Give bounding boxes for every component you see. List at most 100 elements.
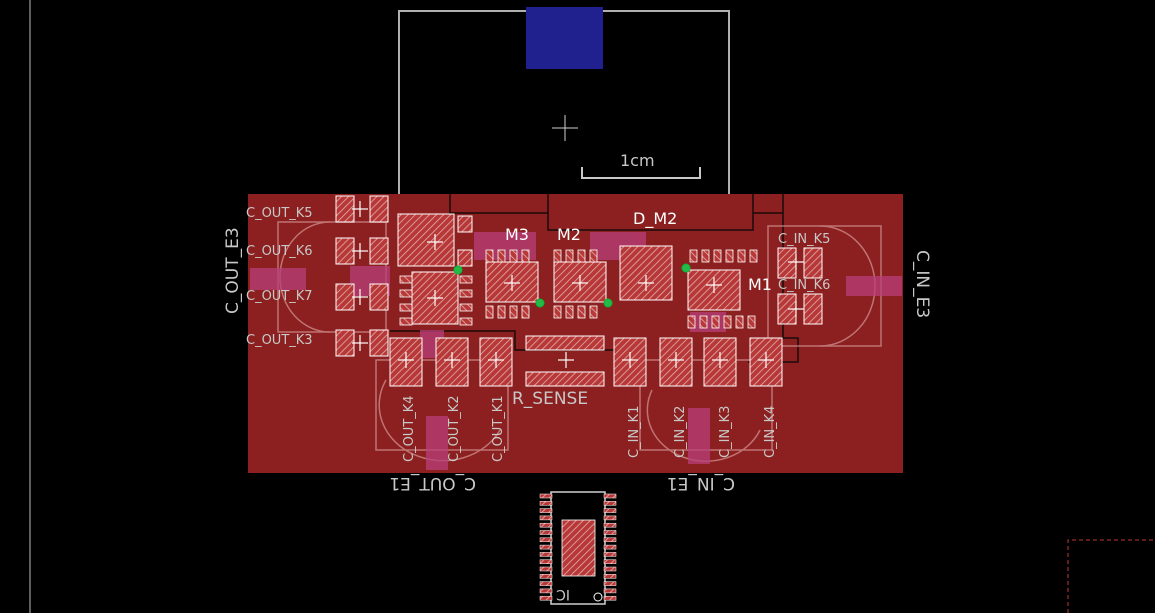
ic-pin — [539, 501, 553, 506]
smd-pin — [459, 289, 473, 298]
smd-pin — [553, 305, 562, 319]
label-c-out-k6: C_OUT_K6 — [246, 244, 313, 259]
label-c-out-k2: C_OUT_K2 — [447, 395, 462, 462]
ic-pin — [603, 537, 617, 543]
smd-pin — [701, 249, 710, 263]
origin-cross — [552, 115, 578, 141]
smd-pin — [713, 249, 722, 263]
smd-pin — [521, 305, 530, 319]
smd-pin — [689, 249, 698, 263]
smd-pin — [497, 249, 506, 263]
vias — [453, 263, 691, 308]
ic-pin — [539, 559, 553, 564]
label-d-m2: D_M2 — [633, 209, 677, 229]
scale-label: 1cm — [620, 151, 655, 170]
label-m3: M3 — [505, 225, 529, 244]
ic-pin — [539, 493, 553, 499]
smd-pin — [577, 249, 586, 263]
smd-pin — [747, 315, 756, 329]
ic-pin — [603, 515, 617, 521]
c-in-k-pads-right — [777, 247, 823, 325]
ic-pin — [603, 508, 617, 513]
ic-pin — [539, 595, 553, 601]
smd-pin — [459, 317, 473, 326]
smd-pin — [589, 249, 598, 263]
ic-pin — [603, 530, 617, 535]
smd-pin — [459, 303, 473, 312]
label-m1: M1 — [748, 275, 772, 294]
label-c-out-k7: C_OUT_K7 — [246, 289, 313, 304]
label-m2: M2 — [557, 225, 581, 244]
smd-pin — [399, 289, 413, 298]
smd-pin — [399, 275, 413, 284]
ic-pin — [539, 581, 553, 586]
ic-pin — [539, 566, 553, 572]
ic-pins — [539, 493, 617, 601]
label-c-out-k4: C_OUT_K4 — [402, 395, 417, 462]
smd-pin — [497, 305, 506, 319]
smd-pin — [485, 249, 494, 263]
smd-pin — [725, 249, 734, 263]
smd-pin — [399, 317, 413, 326]
label-c-in-k2: C_IN_K2 — [673, 406, 688, 458]
label-c-out-k5: C_OUT_K5 — [246, 206, 313, 221]
smd-pin — [509, 249, 518, 263]
smd-pin — [399, 303, 413, 312]
smd-pin — [521, 249, 530, 263]
smd-pin — [459, 275, 473, 284]
smd-pin — [749, 249, 758, 263]
board-copper-fill[interactable] — [248, 194, 903, 473]
smd-pin — [699, 315, 708, 329]
label-c-in-k5: C_IN_K5 — [778, 232, 830, 247]
smd-pin — [565, 305, 574, 319]
smd-pin-rows — [399, 249, 758, 329]
smd-pin — [577, 305, 586, 319]
ic-pin — [603, 559, 617, 564]
label-c-in-k3: C_IN_K3 — [718, 406, 733, 458]
ic-pin — [539, 544, 553, 550]
ic-pin — [539, 574, 553, 579]
ic-pin — [539, 515, 553, 521]
smd-pin — [687, 315, 696, 329]
label-ic: IC — [556, 586, 570, 602]
connector-pad-top[interactable] — [526, 7, 603, 69]
smd-pin — [711, 315, 720, 329]
scale-bar — [581, 167, 701, 179]
smd-pin — [485, 305, 494, 319]
ic-pin — [603, 501, 617, 506]
label-c-in-e1: C_IN_E1 — [667, 473, 735, 493]
ic-pin — [539, 537, 553, 543]
ic-pin — [603, 581, 617, 586]
smd-pin — [723, 315, 732, 329]
c-out-k-pads-left — [335, 195, 389, 357]
ic-pin — [539, 508, 553, 513]
ic-pin — [539, 552, 553, 557]
smd-pin — [735, 315, 744, 329]
ic-pin — [603, 588, 617, 594]
ic-pin — [603, 544, 617, 550]
ic-pin — [539, 530, 553, 535]
ic-pin — [603, 522, 617, 528]
label-c-out-e3: C_OUT_E3 — [223, 227, 243, 314]
ic-pin — [603, 595, 617, 601]
ic-pin — [539, 522, 553, 528]
label-c-in-e3: C_IN_E3 — [912, 250, 932, 318]
ic-pin — [603, 493, 617, 499]
label-c-in-k1: C_IN_K1 — [627, 406, 642, 458]
ic-pin — [603, 574, 617, 579]
label-c-in-k4: C_IN_K4 — [763, 406, 778, 458]
label-r-sense: R_SENSE — [512, 389, 588, 409]
smd-pin — [509, 305, 518, 319]
dashed-frame — [1067, 539, 1155, 613]
ic-pin — [539, 588, 553, 594]
smd-pin — [553, 249, 562, 263]
ic-pin — [603, 552, 617, 557]
label-c-out-k3: C_OUT_K3 — [246, 333, 313, 348]
label-c-out-k1: C_OUT_K1 — [491, 395, 506, 462]
label-c-in-k6: C_IN_K6 — [778, 278, 830, 293]
smd-pin — [565, 249, 574, 263]
label-c-out-e1: C_OUT_E1 — [389, 473, 476, 493]
ic-footprint[interactable] — [539, 491, 617, 605]
ic-pin — [603, 566, 617, 572]
